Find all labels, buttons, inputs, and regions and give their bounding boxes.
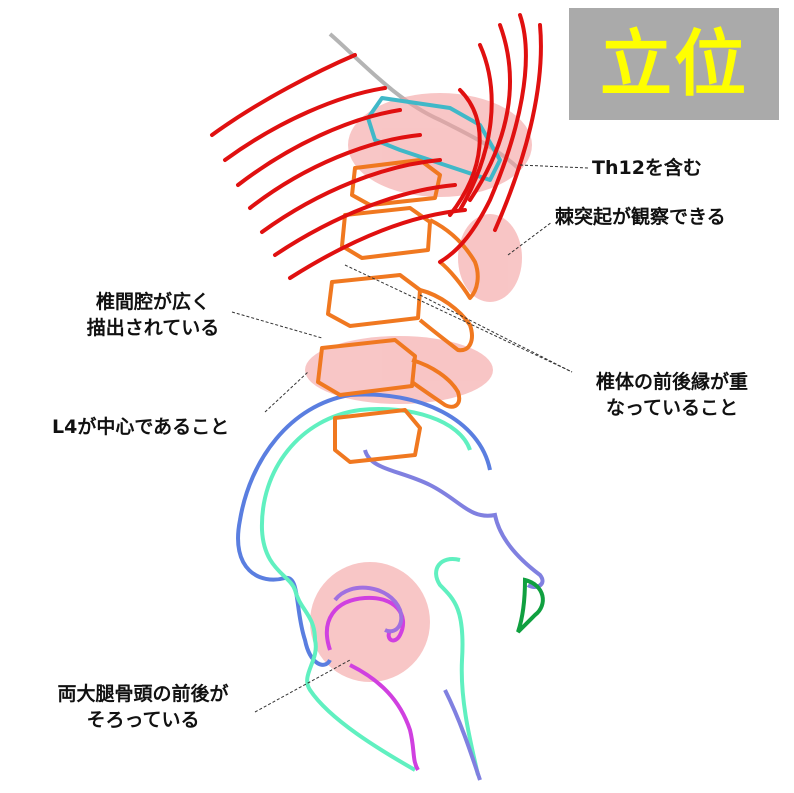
rib [260,158,442,234]
pelvis-outline [259,407,472,772]
sacrum-outline [363,449,545,589]
rib-posterior [458,43,494,212]
lumbar-vertebrae [316,158,480,464]
rib-posterior [438,13,528,264]
vertebra-l2 [340,206,432,260]
rib-posterior [448,88,482,217]
annotation-disc-space: 椎間腔が広く 描出されている [68,290,238,341]
leader-edges-a [344,264,573,373]
rib-posterior [468,23,512,202]
rib [273,183,457,257]
leader-edges-b [419,294,573,373]
annotation-spinous: 棘突起が観察できる [555,205,726,231]
posterior-elements-lower [410,358,462,409]
highlight-spinous-process [458,214,522,302]
femoral-head-left [324,595,406,651]
femoral-head-outline [333,585,404,634]
annotation-femur-line2: そろっている [86,708,200,731]
rib [288,208,467,280]
annotation-femoral-heads: 両大腿骨頭の前後が そろっている [28,682,258,733]
leader-th12 [519,164,589,169]
rib-posterior [493,23,543,232]
vertebra-l5 [333,408,422,464]
posterior-elements-mid [418,288,474,353]
title-box: 立位 [569,8,779,120]
annotation-l4: L4が中心であること [52,415,229,441]
annotation-femur-line1: 両大腿骨頭の前後が [57,683,229,705]
pelvis-outline-lower [434,557,480,776]
vertebra-l3 [326,273,422,328]
vertebra-l4 [316,338,417,397]
annotation-spinous-text: 棘突起が観察できる [555,206,726,228]
vertebra-l1 [350,158,442,207]
rib [248,133,422,210]
highlight-femoral-heads [310,562,430,682]
highlight-l4 [305,336,493,404]
sacrum-outline-lower [443,689,482,781]
posterior-elements-upper [429,218,480,300]
rib [236,108,402,187]
iliac-outline [236,392,492,667]
coccyx [516,577,545,634]
rib [210,53,357,137]
vertebra-th12 [366,96,502,182]
leader-lines [231,164,589,713]
femoral-head-right [349,663,420,772]
annotation-vertebral-edges: 椎体の前後縁が重 なっていること [572,370,772,421]
annotation-l4-text: L4が中心であること [52,416,230,438]
annotation-edges-line2: なっていること [605,396,739,419]
title-text: 立位 [599,22,748,106]
annotation-edges-line1: 椎体の前後縁が重 [595,371,748,393]
leader-femur [254,659,351,713]
annotation-disc-line1: 椎間腔が広く [95,291,210,313]
annotation-th12-text: Th12を含む [592,157,702,179]
femoral-heads [324,595,420,772]
annotation-th12: Th12を含む [592,156,702,182]
annotation-disc-line2: 描出されている [86,316,220,339]
ribs [210,13,543,280]
leader-l4 [264,371,309,413]
leader-spinous [507,221,553,256]
rib [223,86,387,162]
leader-disc [231,311,323,339]
